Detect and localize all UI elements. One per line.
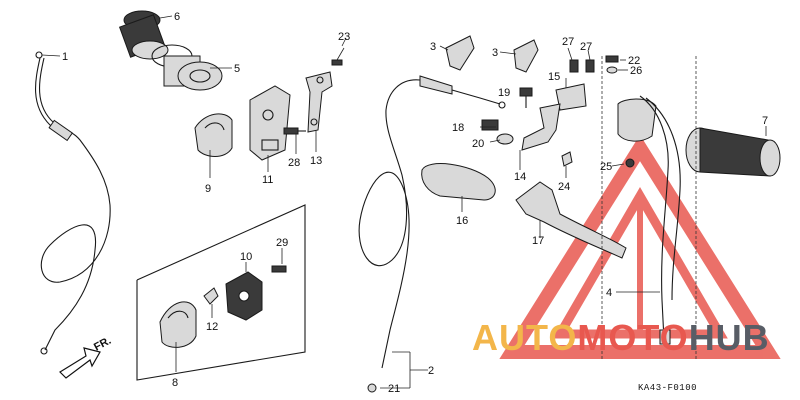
- watermark-text-moto: MOTO: [577, 317, 689, 358]
- callout-8: 8: [172, 377, 178, 389]
- callout-27a: 27: [562, 36, 574, 48]
- callout-24: 24: [558, 181, 570, 193]
- callout-16: 16: [456, 215, 468, 227]
- part-19-bolt: [519, 87, 533, 108]
- part-8-switch-cover: [159, 301, 197, 348]
- part-22-screw: [605, 55, 619, 63]
- callout-12: 12: [206, 321, 218, 333]
- callout-14: 14: [514, 171, 526, 183]
- part-12-switch-lever: [203, 287, 219, 305]
- kill-switch-body: [617, 98, 657, 142]
- part-6-throttle-grip: [118, 10, 169, 60]
- callout-numbers: 1 2 3 3 4 5 6 7 8 9 10 11 12 13 14 15 16…: [62, 11, 768, 395]
- part-11-housing-lower: [249, 85, 291, 161]
- callout-11: 11: [262, 174, 273, 186]
- callout-19: 19: [498, 87, 510, 99]
- part-3-cable-clip-a: [445, 35, 475, 71]
- part-28-screw: [283, 127, 306, 135]
- callout-26: 26: [630, 65, 642, 77]
- part-20-locknut: [496, 133, 514, 145]
- callout-25: 25: [600, 161, 612, 173]
- part-3-cable-clip-b: [513, 39, 539, 73]
- callout-17: 17: [532, 235, 544, 247]
- part-4-switch-harness: [639, 95, 681, 345]
- part-25-nut: [625, 158, 635, 168]
- callout-27b: 27: [580, 41, 592, 53]
- callout-28: 28: [288, 157, 300, 169]
- watermark-logo-triangle: [499, 134, 781, 359]
- callout-23: 23: [338, 31, 350, 43]
- watermark-text-auto: AUTO: [472, 317, 578, 358]
- part-7-handlebar-grip: [685, 127, 781, 177]
- part-15-clamp: [555, 83, 587, 111]
- callout-18: 18: [452, 122, 464, 134]
- part-24-nut: [561, 151, 573, 167]
- part-9-housing-upper: [194, 113, 233, 157]
- callout-29: 29: [276, 237, 288, 249]
- callout-21: 21: [388, 383, 400, 395]
- callout-10: 10: [240, 251, 252, 263]
- leader-lines: [41, 15, 767, 389]
- part-1-throttle-cable: [34, 51, 111, 355]
- part-23-screw: [331, 47, 345, 66]
- callout-3a: 3: [430, 41, 436, 53]
- callout-20: 20: [472, 138, 484, 150]
- callout-2: 2: [428, 365, 434, 377]
- part-13-cable-bracket: [305, 71, 333, 133]
- drawing-code: KA43-F0100: [638, 383, 698, 393]
- part-27-screw-b: [585, 59, 595, 73]
- callout-9: 9: [205, 183, 211, 195]
- watermark-text: AUTOMOTOHUB: [472, 318, 770, 358]
- callout-13: 13: [310, 155, 322, 167]
- part-10-switch-housing: [225, 271, 263, 321]
- front-direction-arrow: [59, 347, 101, 379]
- callout-1: 1: [62, 51, 68, 63]
- callout-6: 6: [174, 11, 180, 23]
- part-14-lever-bracket: [521, 103, 561, 151]
- callout-5: 5: [234, 63, 240, 75]
- watermark-text-hub: HUB: [688, 317, 770, 358]
- part-18-adjuster: [481, 119, 499, 131]
- callout-15: 15: [548, 71, 560, 83]
- callout-3b: 3: [492, 47, 498, 59]
- part-21-cable-end: [367, 383, 377, 393]
- part-29-screw: [271, 265, 287, 273]
- part-26-washer: [606, 66, 618, 74]
- callout-7: 7: [762, 115, 768, 127]
- part-17-clutch-lever: [515, 181, 627, 259]
- part-27-screw-a: [569, 59, 579, 73]
- callout-4: 4: [606, 287, 612, 299]
- part-16-lever-cover: [421, 163, 496, 201]
- part-2-clutch-cable: [358, 75, 506, 369]
- callout-22: 22: [628, 55, 640, 67]
- switch-assembly-group: [136, 204, 306, 381]
- part-5-throttle-pipe: [151, 44, 223, 91]
